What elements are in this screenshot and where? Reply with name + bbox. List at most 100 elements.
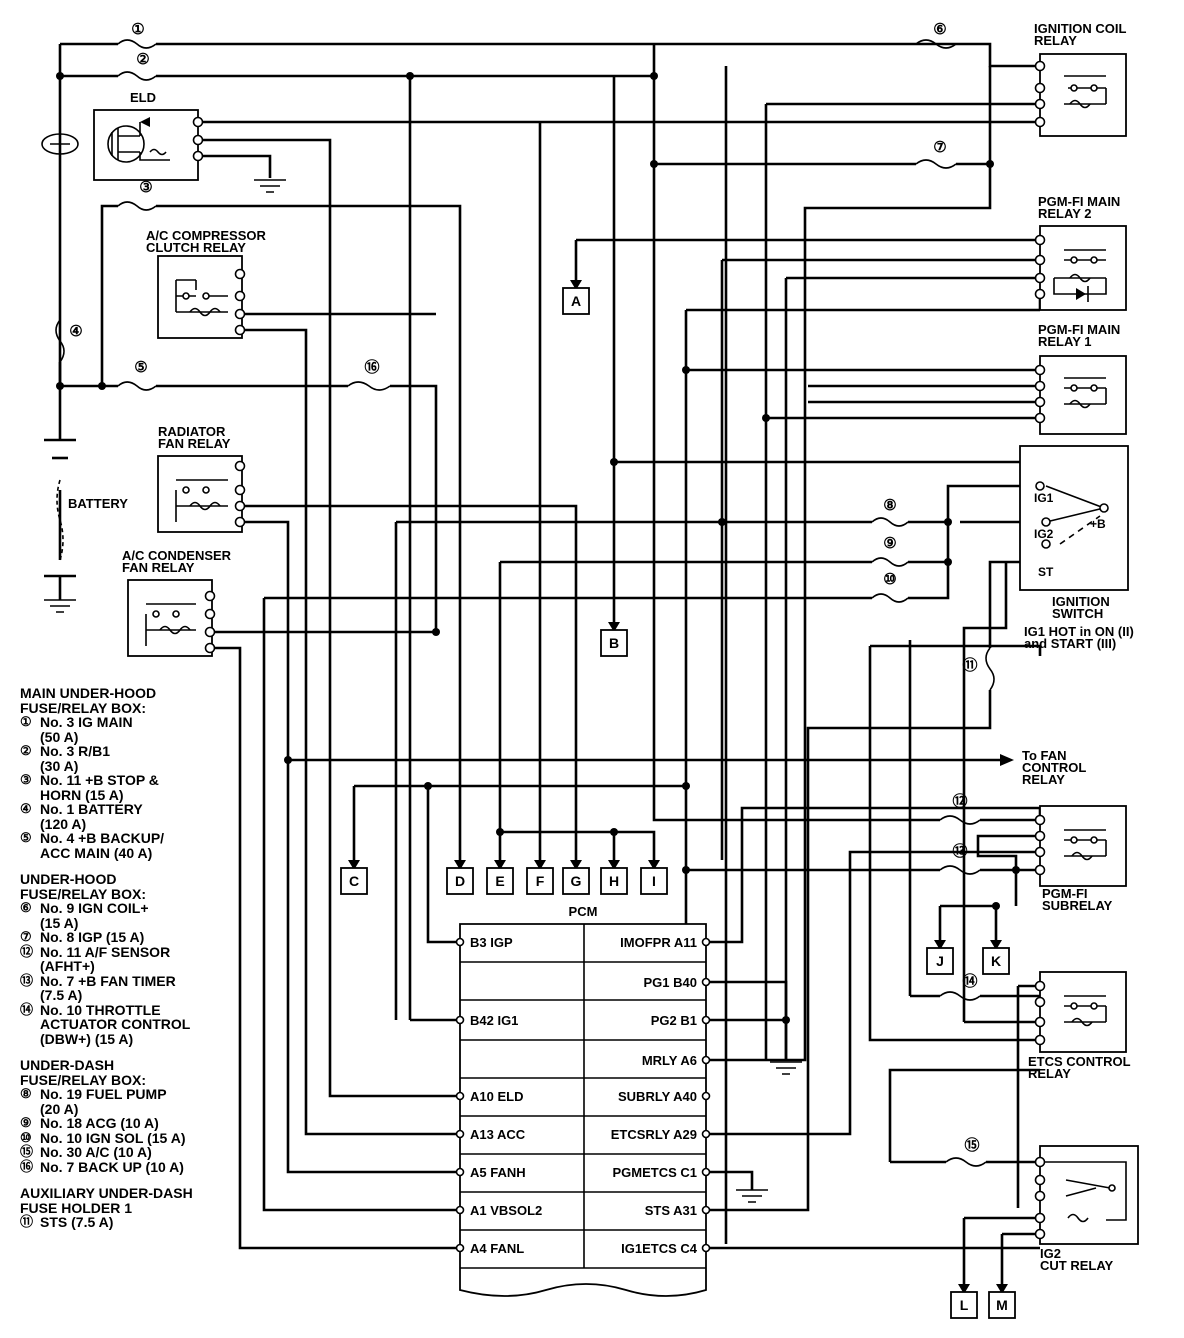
svg-text:F: F <box>536 873 545 889</box>
switch-ig2-label: IG2 <box>1034 527 1054 541</box>
pcm-pin-pg2-b1: PG2 B1 <box>651 1013 697 1028</box>
pcm-pin-a10-eld: A10 ELD <box>470 1089 523 1104</box>
ignition-note-1: IG1 HOT in ON (II) <box>1024 624 1134 639</box>
battery-symbol <box>41 133 79 600</box>
ignition-switch-label-2: SWITCH <box>1052 606 1103 621</box>
pcm-pin-etcsrly-a29: ETCSRLY A29 <box>611 1127 697 1142</box>
pcm-title: PCM <box>569 904 598 919</box>
ignition-coil-label-1: IGNITION COIL <box>1034 21 1127 36</box>
fuse-1-label: ① <box>131 21 144 38</box>
ac-compressor-label-2: CLUTCH RELAY <box>146 240 246 255</box>
pcm-pin-pg1-b40: PG1 B40 <box>644 975 697 990</box>
connector-b: B <box>600 622 628 657</box>
svg-text:C: C <box>349 873 359 889</box>
pcm-pin-b42-ig1: B42 IG1 <box>470 1013 518 1028</box>
pcm-pin-mrly-a6: MRLY A6 <box>642 1053 697 1068</box>
connector-j: J <box>926 940 954 975</box>
etcs-relay-box <box>1034 971 1127 1053</box>
fuse-10-label: ⑩ <box>883 571 896 588</box>
pcm-block: PCM B3 IGP B42 IG1 A10 ELD A13 ACC A5 FA… <box>455 904 711 1297</box>
component-labels: ELD BATTERY A/C COMPRESSOR CLUTCH RELAY … <box>68 21 1134 1273</box>
legend-heading: FUSE/RELAY BOX: <box>20 1071 147 1088</box>
connector-f: F <box>526 860 554 895</box>
connector-h: H <box>600 860 628 895</box>
radiator-fan-relay-box <box>157 455 246 533</box>
pcm-pin-ig1etcs-c4: IG1ETCS C4 <box>621 1241 698 1256</box>
fan-control-label-3: RELAY <box>1022 772 1065 787</box>
pcm-pin-a13-acc: A13 ACC <box>470 1127 526 1142</box>
legend-heading: FUSE/RELAY BOX: <box>20 885 147 902</box>
legend-heading: FUSE HOLDER 1 <box>20 1199 133 1216</box>
connector-e: E <box>486 860 514 895</box>
svg-text:A: A <box>571 293 581 309</box>
ignition-switch-box <box>1019 445 1129 591</box>
ground-symbols <box>44 179 802 1203</box>
fuse-4-label: ④ <box>69 323 82 340</box>
fan-control-arrow <box>1000 754 1014 766</box>
svg-text:I: I <box>652 873 656 889</box>
fuse-8-label: ⑧ <box>883 497 896 514</box>
fan-control-label-1: To FAN <box>1022 748 1067 763</box>
pgmfi-main1-label-1: PGM-FI MAIN <box>1038 322 1120 337</box>
pgmfi-subrelay-box <box>1034 805 1127 887</box>
ac-compressor-relay-box <box>157 255 246 339</box>
radiator-fan-label-1: RADIATOR <box>158 424 226 439</box>
pgmfi-main2-label-2: RELAY 2 <box>1038 206 1091 221</box>
switch-st-label: ST <box>1038 565 1054 579</box>
connector-k: K <box>982 940 1010 975</box>
pgmfi-main1-label-2: RELAY 1 <box>1038 334 1091 349</box>
fuse-12-label: ⑫ <box>952 792 967 810</box>
ac-condenser-label-1: A/C CONDENSER <box>122 548 232 563</box>
pcm-pin-a5-fanh: A5 FANH <box>470 1165 526 1180</box>
svg-text:E: E <box>495 873 504 889</box>
ignition-switch-label-1: IGNITION <box>1052 594 1110 609</box>
switch-ig1-label: IG1 <box>1034 491 1054 505</box>
fuse-7-label: ⑦ <box>933 139 946 156</box>
ignition-note-2: and START (III) <box>1024 636 1116 651</box>
ignition-coil-label-2: RELAY <box>1034 33 1077 48</box>
etcs-relay-label-1: ETCS CONTROL <box>1028 1054 1131 1069</box>
fuse-13-label: ⑬ <box>952 842 967 860</box>
fuse-16-label: ⑯ <box>364 358 379 376</box>
pgmfi-main2-label-1: PGM-FI MAIN <box>1038 194 1120 209</box>
fuse-labels: ① ② ③ ④ ⑤ ⑥ ⑦ ⑧ ⑨ ⑩ ⑪ ⑫ ⑬ ⑭ ⑮ ⑯ <box>69 21 979 1154</box>
pgmfi-subrelay-label-2: SUBRELAY <box>1042 898 1113 913</box>
ac-compressor-label-1: A/C COMPRESSOR <box>146 228 267 243</box>
svg-text:G: G <box>571 873 582 889</box>
svg-text:D: D <box>455 873 465 889</box>
pcm-pin-a1-vbsol2: A1 VBSOL2 <box>470 1203 542 1218</box>
svg-text:J: J <box>936 953 944 969</box>
legend-heading: FUSE/RELAY BOX: <box>20 699 147 716</box>
ig2-cut-label-1: IG2 <box>1040 1246 1061 1261</box>
svg-text:H: H <box>609 873 619 889</box>
radiator-fan-label-2: FAN RELAY <box>158 436 231 451</box>
pgmfi-main-relay-1-box <box>1034 355 1127 435</box>
pcm-left-labels: B3 IGP B42 IG1 A10 ELD A13 ACC A5 FANH A… <box>470 935 542 1256</box>
fuse-9-label: ⑨ <box>883 535 896 552</box>
svg-text:B: B <box>609 635 619 651</box>
pcm-pin-a4-fanl: A4 FANL <box>470 1241 524 1256</box>
svg-text:M: M <box>996 1297 1008 1313</box>
fuse-15-label: ⑮ <box>964 1136 979 1154</box>
pcm-pin-pgmetcs-c1: PGMETCS C1 <box>612 1165 697 1180</box>
fuse-2-label: ② <box>136 51 149 68</box>
legend-heading: UNDER-HOOD <box>20 871 117 887</box>
legend-heading: AUXILIARY UNDER-DASH <box>20 1185 193 1201</box>
pgmfi-subrelay-label-1: PGM-FI <box>1042 886 1088 901</box>
fuse-14-label: ⑭ <box>962 972 977 990</box>
ac-condenser-label-2: FAN RELAY <box>122 560 195 575</box>
fuse-6-label: ⑥ <box>933 21 946 38</box>
fuse-5-label: ⑤ <box>134 359 147 376</box>
connector-i: I <box>640 860 668 895</box>
